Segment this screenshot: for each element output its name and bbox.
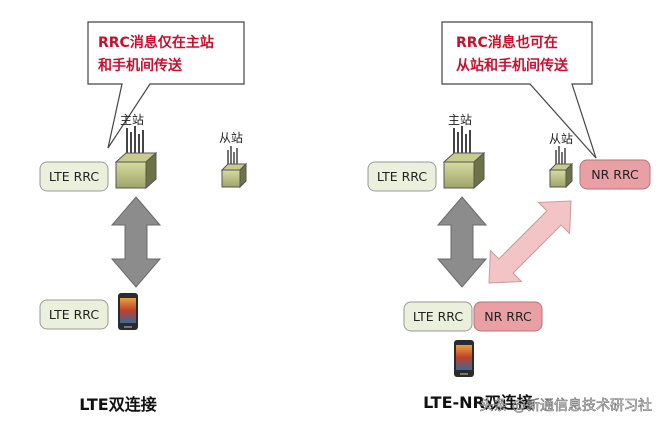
- left-phone-icon: [118, 293, 138, 330]
- left-secondary-station-icon: [220, 146, 248, 189]
- right-callout-line1: RRC消息也可在: [456, 34, 558, 51]
- right-panel: RRC消息也可在 从站和手机间传送 主站 从站: [367, 21, 651, 412]
- left-caption: LTE双连接: [79, 395, 156, 414]
- right-secondary-station-icon: [548, 146, 574, 189]
- left-panel: RRC消息仅在主站 和手机间传送 主站 从站: [39, 21, 248, 414]
- right-lte-rrc-top: LTE RRC: [367, 161, 437, 192]
- right-master-station-icon: [442, 126, 486, 190]
- left-gray-double-arrow: [110, 196, 162, 288]
- left-lte-rrc-bottom-label: LTE RRC: [49, 307, 99, 322]
- right-callout: RRC消息也可在 从站和手机间传送: [441, 21, 597, 159]
- left-callout-line1: RRC消息仅在主站: [98, 34, 214, 51]
- right-lte-rrc-top-label: LTE RRC: [377, 169, 427, 184]
- right-caption: LTE-NR双连接: [423, 393, 533, 412]
- left-callout: RRC消息仅在主站 和手机间传送: [87, 21, 245, 149]
- right-nr-rrc-bottom-label: NR RRC: [484, 309, 532, 324]
- right-secondary-station-label: 从站: [549, 132, 573, 146]
- left-master-station-icon: [114, 126, 158, 190]
- right-pink-double-arrow: [488, 200, 572, 284]
- left-lte-rrc-bottom: LTE RRC: [39, 299, 109, 330]
- right-master-station-label: 主站: [448, 113, 472, 127]
- right-lte-rrc-bottom-label: LTE RRC: [413, 309, 463, 324]
- left-lte-rrc-top: LTE RRC: [39, 161, 109, 192]
- watermark-text: 头条 @新通信息技术研习社: [480, 397, 652, 414]
- left-master-station-label: 主站: [120, 113, 144, 127]
- right-nr-rrc-bottom: NR RRC: [473, 301, 543, 332]
- right-gray-double-arrow: [436, 196, 488, 288]
- right-nr-rrc-top-label: NR RRC: [591, 167, 639, 182]
- right-lte-rrc-bottom: LTE RRC: [403, 301, 473, 332]
- left-lte-rrc-top-label: LTE RRC: [49, 169, 99, 184]
- left-callout-line2: 和手机间传送: [98, 57, 183, 74]
- right-nr-rrc-top: NR RRC: [579, 159, 651, 190]
- left-secondary-station-label: 从站: [219, 131, 243, 145]
- right-phone-icon: [454, 340, 474, 377]
- right-callout-line2: 从站和手机间传送: [456, 57, 569, 74]
